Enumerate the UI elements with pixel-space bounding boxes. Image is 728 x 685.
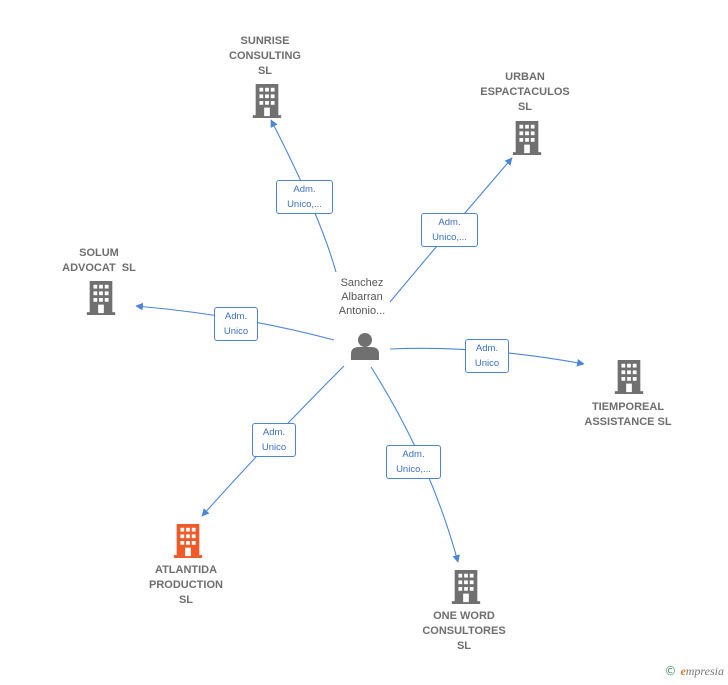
company-label-line: ESPACTACULOS (480, 86, 570, 98)
edge-label-atlantida[interactable]: Adm. Unico (252, 423, 296, 457)
building-icon[interactable] (173, 524, 203, 558)
company-label-line: SL (517, 101, 533, 113)
edge-label-line: Adm. (438, 217, 461, 228)
brand-logo: empresia (680, 664, 724, 678)
edge-label-line: Adm. (402, 449, 425, 460)
company-label-line: URBAN (505, 71, 545, 83)
company-label-urban[interactable]: URBAN ESPACTACULOS SL (465, 70, 585, 115)
edge-label-line: Unico,... (432, 232, 467, 243)
company-label-line: SOLUM (79, 247, 119, 259)
edge-label-line: Unico (474, 358, 500, 369)
person-icon[interactable] (351, 333, 379, 360)
person-label-line: Antonio... (338, 305, 386, 317)
company-label-line: ADVOCAT SL (62, 262, 136, 274)
edge-label-line: Adm. (475, 343, 499, 354)
building-icon[interactable] (451, 570, 481, 604)
company-label-line: TIEMPOREAL (591, 401, 665, 413)
edge-label-sunrise[interactable]: Adm. Unico,... (276, 180, 333, 214)
edge-label-line: Adm. (224, 311, 248, 322)
company-label-line: ATLANTIDA (154, 564, 218, 576)
company-label-line: SL (178, 594, 194, 606)
company-label-line: ONE WORD (433, 610, 495, 622)
person-label-line: Albarran (341, 291, 383, 303)
building-icon[interactable] (252, 84, 282, 118)
building-icon[interactable] (86, 281, 116, 315)
edge-label-line: Unico,... (287, 199, 322, 210)
company-label-line: PRODUCTION (149, 579, 223, 591)
company-label-atlantida[interactable]: ATLANTIDA PRODUCTION SL (126, 563, 246, 608)
person-label-line: Sanchez (340, 277, 384, 289)
edge-label-line: Adm. (262, 427, 286, 438)
company-label-line: SUNRISE (240, 35, 290, 47)
edge-label-oneword[interactable]: Adm. Unico,... (386, 445, 441, 479)
company-label-line: CONSULTORES (422, 625, 506, 637)
footer-brand: ©empresia (664, 664, 724, 679)
edge-label-line: Unico,... (396, 464, 431, 475)
company-label-tiempo[interactable]: TIEMPOREAL ASSISTANCE SL (568, 400, 688, 430)
company-label-line: SL (257, 65, 273, 77)
company-label-sunrise[interactable]: SUNRISE CONSULTING SL (205, 34, 325, 79)
company-label-line: CONSULTING (229, 50, 301, 62)
company-label-line: ASSISTANCE SL (584, 416, 672, 428)
company-label-solum[interactable]: SOLUM ADVOCAT SL (39, 246, 159, 276)
building-icon[interactable] (614, 360, 644, 394)
company-label-oneword[interactable]: ONE WORD CONSULTORES SL (404, 609, 524, 654)
company-label-line: SL (456, 640, 472, 652)
copyright-icon: © (664, 664, 677, 678)
edge-label-tiempo[interactable]: Adm. Unico (465, 339, 509, 373)
edge-label-line: Unico (223, 326, 249, 337)
edge-label-solum[interactable]: Adm. Unico (214, 307, 258, 341)
edge-label-line: Unico (261, 442, 287, 453)
edge-label-line: Adm. (293, 184, 316, 195)
edge-label-urban[interactable]: Adm. Unico,... (421, 213, 478, 247)
building-icon[interactable] (512, 121, 542, 155)
